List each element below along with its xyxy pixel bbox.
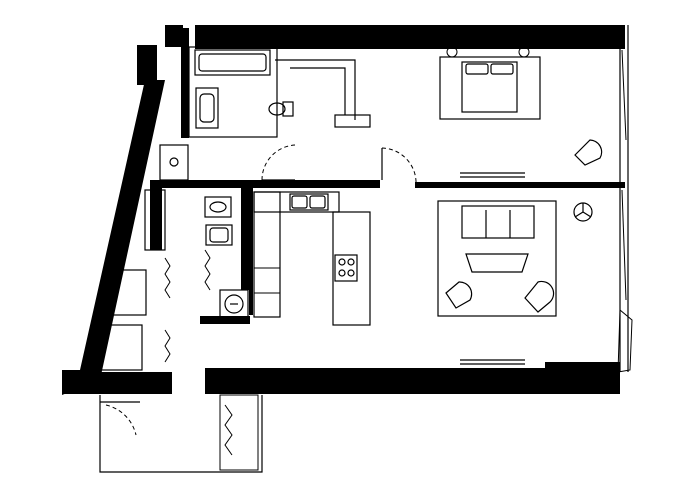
washing-machine bbox=[219, 289, 249, 319]
bottom-left-wall bbox=[62, 372, 172, 394]
top-left-wall-stub-2 bbox=[137, 45, 157, 85]
living-room-rug bbox=[437, 200, 557, 317]
bedside-lamps bbox=[446, 46, 530, 58]
shaft-upper bbox=[107, 269, 147, 316]
door-swing-bathroom bbox=[261, 144, 296, 181]
window-line bbox=[621, 49, 627, 141]
double-bed bbox=[439, 56, 541, 120]
entry-outline bbox=[99, 395, 263, 473]
closet-frame bbox=[144, 189, 166, 251]
hall-wall bbox=[275, 59, 356, 120]
armchair-living-right bbox=[524, 280, 555, 313]
sofa bbox=[461, 205, 535, 239]
left-facade-wall bbox=[62, 80, 165, 395]
closet-wall-left bbox=[150, 180, 162, 250]
windows bbox=[617, 49, 633, 373]
door-leaves bbox=[100, 148, 383, 403]
kitchen-sink bbox=[289, 193, 329, 211]
ceiling-fan bbox=[573, 202, 593, 222]
kitchen-island bbox=[332, 211, 371, 326]
bathtub bbox=[194, 49, 271, 76]
entry-wardrobe bbox=[219, 394, 259, 471]
shaft-lower bbox=[99, 324, 143, 371]
cooktop bbox=[334, 254, 358, 282]
partition-wall-bedroom bbox=[415, 182, 625, 188]
bottom-wall bbox=[205, 368, 620, 394]
vertical-partition-left bbox=[181, 28, 189, 138]
armchair-living-left bbox=[445, 281, 473, 309]
window-bay bbox=[617, 308, 633, 373]
laundry-wall bbox=[200, 316, 250, 324]
window-line bbox=[621, 189, 627, 301]
door-swing-bedroom bbox=[381, 147, 417, 186]
room-outlines bbox=[99, 25, 629, 473]
walls bbox=[62, 25, 625, 395]
column-2 bbox=[249, 185, 253, 315]
top-wall bbox=[195, 25, 625, 49]
shower bbox=[159, 144, 189, 181]
kitchen-counter bbox=[253, 191, 281, 318]
hall-wall-2 bbox=[290, 67, 346, 115]
wardrobe-laundry bbox=[164, 249, 211, 363]
washbasin bbox=[195, 87, 219, 129]
kitchen-cabinets bbox=[254, 267, 280, 294]
partition-wall-bath bbox=[160, 180, 380, 188]
door-swing-entry bbox=[105, 404, 137, 436]
wc-basin bbox=[205, 224, 233, 246]
toilet bbox=[268, 101, 294, 117]
top-left-wall-stub bbox=[165, 25, 183, 47]
armchair-bedroom bbox=[574, 139, 603, 166]
bench bbox=[334, 114, 371, 128]
kitchen-counter-top bbox=[253, 191, 340, 213]
column bbox=[241, 185, 249, 290]
coffee-table bbox=[465, 253, 529, 273]
bathroom-outline bbox=[188, 46, 278, 138]
right-wall-bottom bbox=[545, 362, 620, 372]
bidet bbox=[204, 196, 232, 218]
door-swings bbox=[105, 144, 417, 436]
